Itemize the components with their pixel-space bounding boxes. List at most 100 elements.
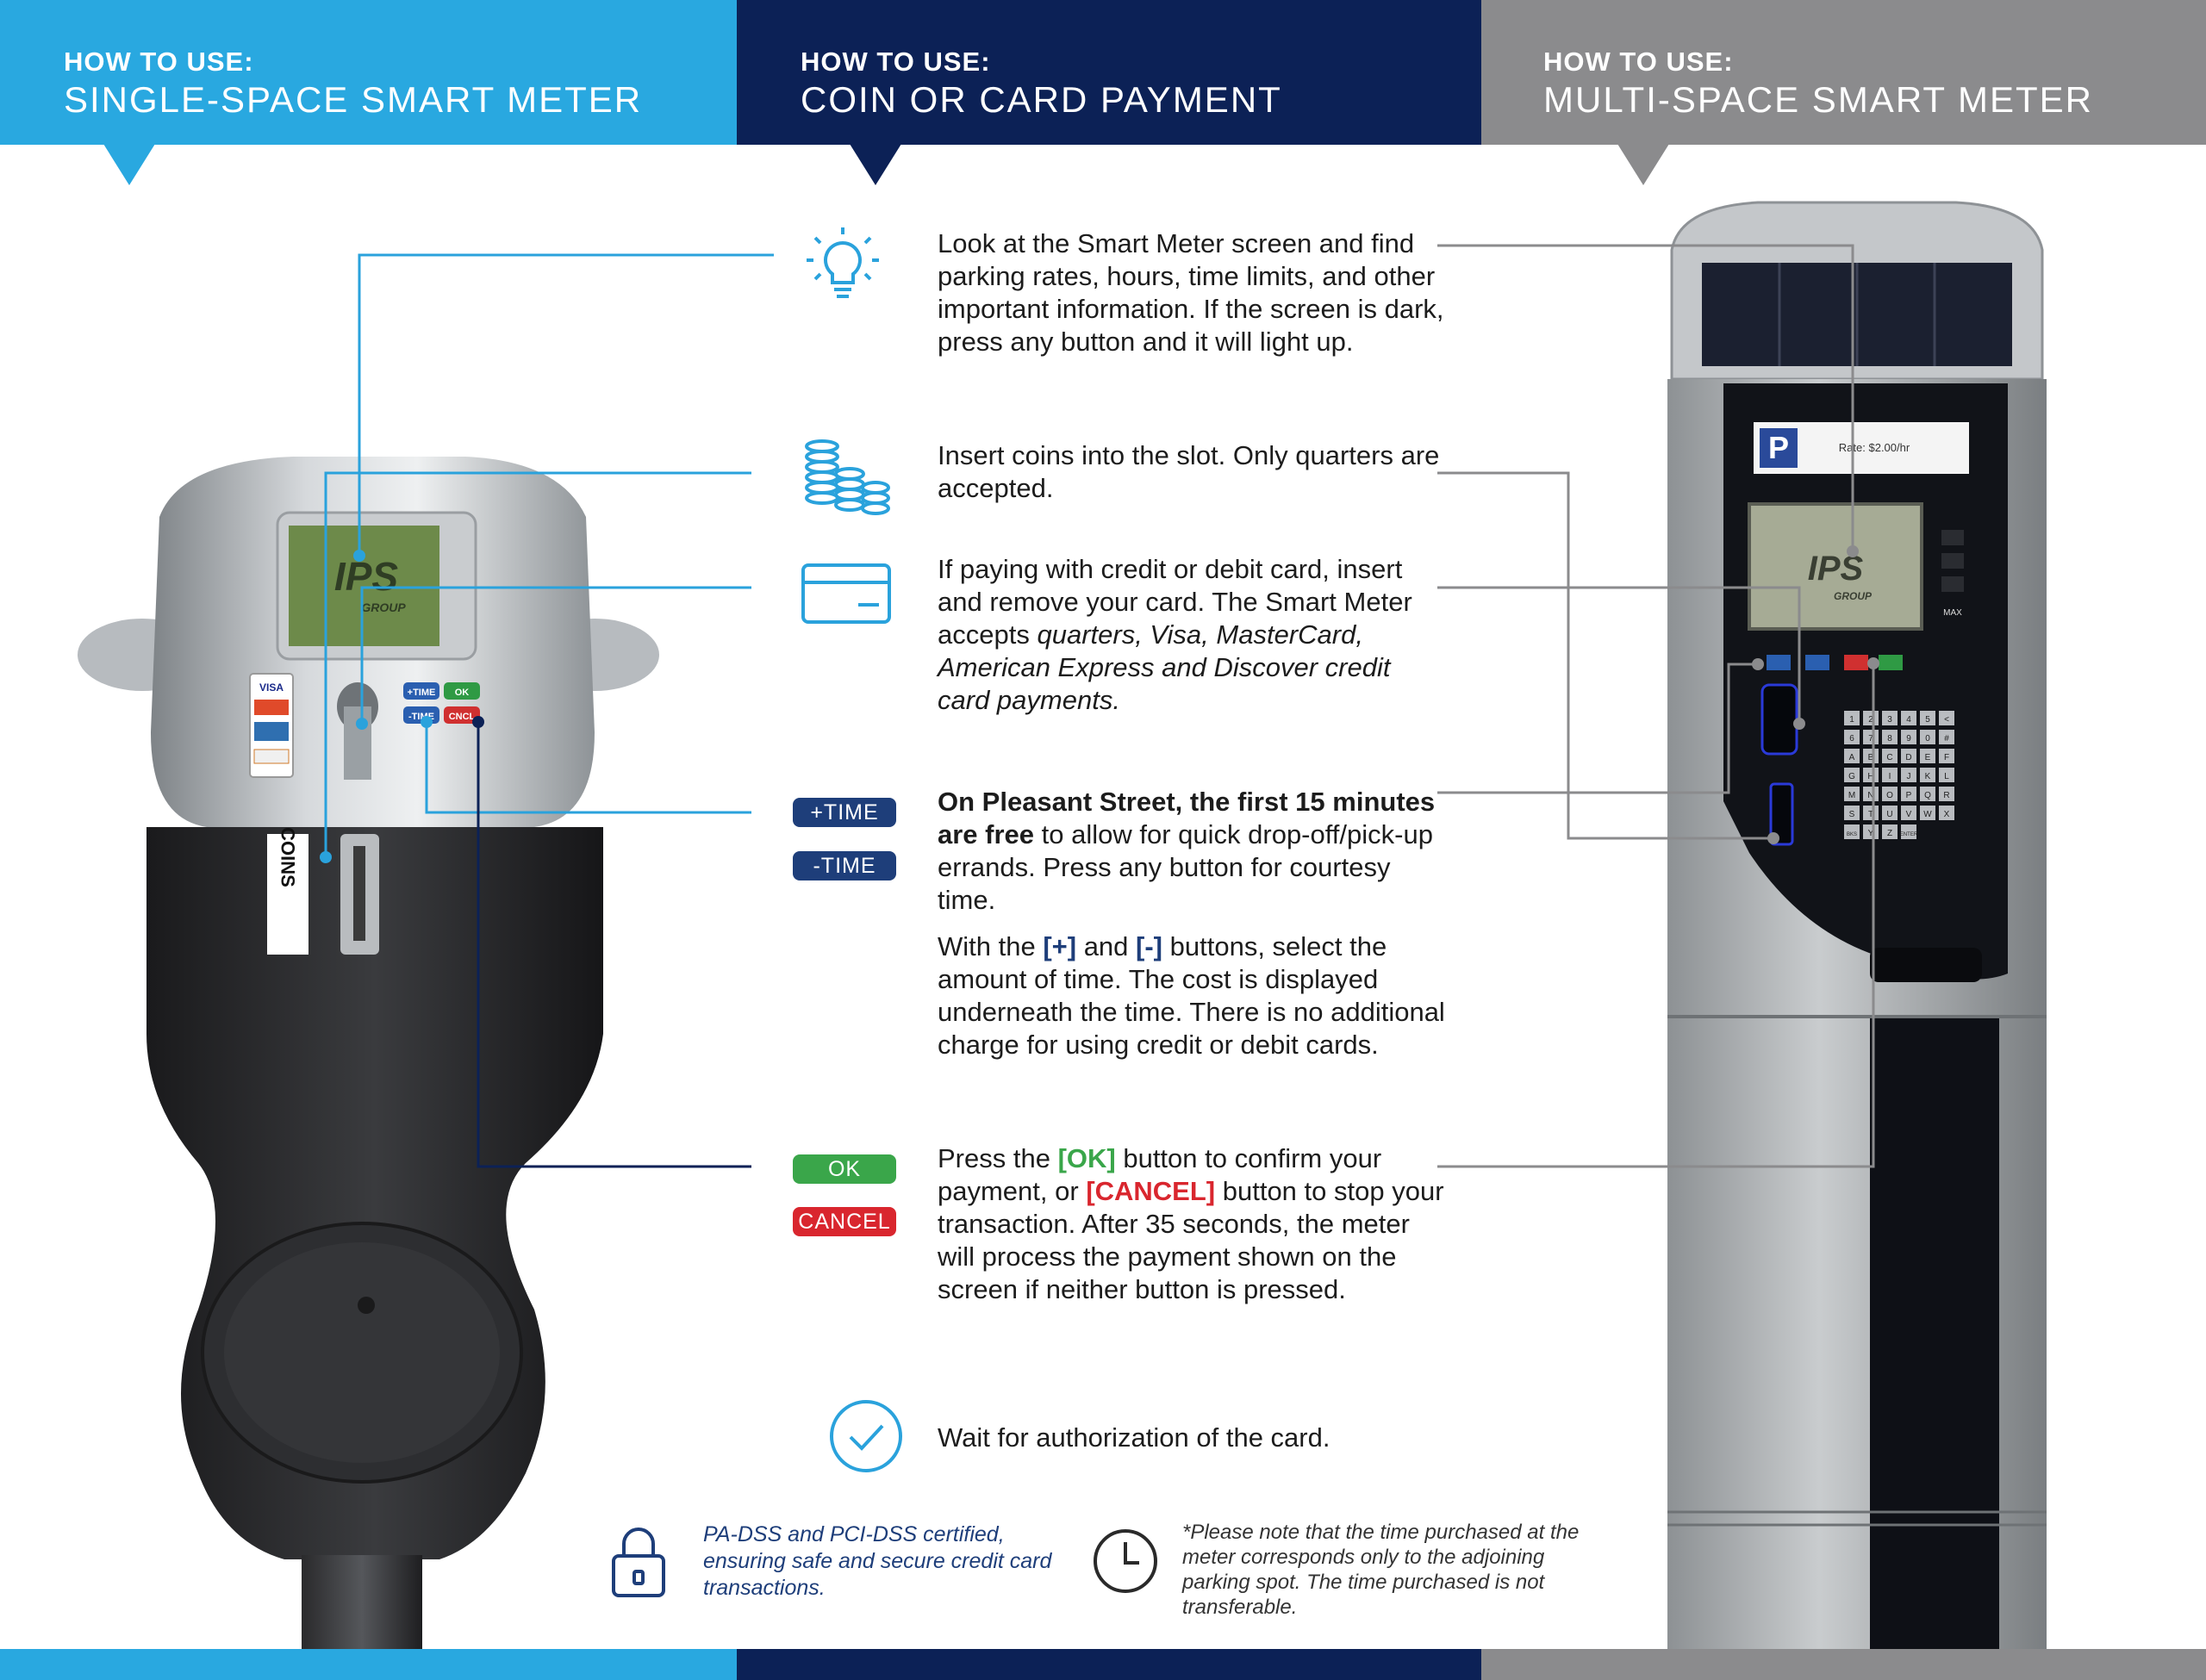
keypad-key-label: Y [1868, 829, 1874, 838]
step-select-time-text: With the [+] and [-] buttons, select the… [938, 931, 1445, 1060]
footer-bar-navy [737, 1649, 1481, 1680]
step-coins-text: Insert coins into the slot. Only quarter… [938, 440, 1440, 503]
keypad-key [1901, 749, 1916, 763]
keypad-key [1844, 824, 1860, 839]
step-card-text: If paying with credit or debit card, ins… [938, 554, 1412, 715]
keypad-key [1939, 768, 1954, 782]
ok-button-graphic: OK [793, 1154, 896, 1184]
keypad-key-label: ENTER [1900, 832, 1918, 837]
header-title: MULTI-SPACE SMART METER [1543, 79, 2093, 120]
keypad-key [1901, 768, 1916, 782]
keypad-key [1882, 711, 1898, 725]
credit-card-icon [800, 560, 894, 629]
plus-bracket: [+] [1043, 931, 1077, 961]
coins-icon [800, 438, 894, 515]
svg-text:P: P [1768, 430, 1789, 465]
header-small-label: HOW TO USE: [1543, 47, 1734, 77]
padlock-icon [608, 1523, 669, 1601]
keypad-key-label: V [1906, 810, 1912, 819]
header-pointer [103, 144, 155, 185]
header-title: SINGLE-SPACE SMART METER [64, 79, 643, 120]
keypad-key-label: I [1889, 772, 1891, 781]
keypad-key-label: A [1849, 753, 1855, 762]
keypad-key-label: H [1867, 772, 1873, 781]
accepted-payments-text: quarters, Visa, MasterCard, American Exp… [938, 619, 1391, 715]
keypad-key-label: G [1848, 772, 1855, 781]
cancel-bracket: [CANCEL] [1086, 1176, 1216, 1206]
keypad-key-label: F [1944, 753, 1949, 762]
keypad-key [1882, 787, 1898, 801]
plus-time-button-graphic: +TIME [793, 798, 896, 827]
keypad-key-label: 1 [1849, 715, 1854, 725]
header-small-label: HOW TO USE: [801, 47, 991, 77]
svg-text:GROUP: GROUP [1834, 590, 1873, 602]
keypad-key [1901, 711, 1916, 725]
step-free-time-text: On Pleasant Street, the first 15 minutes… [938, 787, 1436, 915]
ok-bracket: [OK] [1057, 1143, 1116, 1173]
keypad-key-label: 5 [1925, 715, 1930, 725]
keypad-key [1920, 787, 1935, 801]
keypad-key [1920, 806, 1935, 820]
cancel-button-graphic: CANCEL [793, 1207, 896, 1236]
keypad-key-label: # [1944, 734, 1949, 744]
svg-text:GROUP: GROUP [361, 600, 406, 614]
keypad-key-label: P [1906, 791, 1912, 800]
svg-text:+TIME: +TIME [408, 688, 436, 698]
minus-time-button-graphic: -TIME [793, 851, 896, 880]
keypad-key-label: U [1886, 810, 1892, 819]
keypad-key-label: X [1944, 810, 1950, 819]
svg-text:VISA: VISA [259, 681, 284, 694]
keypad-key [1939, 711, 1954, 725]
keypad-key [1844, 711, 1860, 725]
keypad-key [1882, 749, 1898, 763]
keypad-key-label: C [1886, 753, 1892, 762]
step-confirm-text: Press the [OK] button to confirm your pa… [938, 1143, 1444, 1304]
coins-label: COINS [277, 827, 299, 887]
keypad-key-label: K [1925, 772, 1931, 781]
keypad-key [1844, 768, 1860, 782]
keypad-key-label: 4 [1906, 715, 1911, 725]
keypad-key [1920, 730, 1935, 744]
keypad-key-label: 6 [1849, 734, 1854, 744]
keypad-key-label: 0 [1925, 734, 1930, 744]
keypad-key-label: E [1925, 753, 1931, 762]
svg-text:OK: OK [455, 688, 470, 698]
step-screen-text: Look at the Smart Meter screen and find … [938, 228, 1444, 357]
keypad-key-label: 8 [1887, 734, 1892, 744]
keypad-key-label: J [1907, 772, 1911, 781]
keypad-key [1882, 806, 1898, 820]
keypad-key [1882, 730, 1898, 744]
security-note: PA-DSS and PCI-DSS certified, ensuring s… [703, 1522, 1052, 1600]
keypad-key [1920, 711, 1935, 725]
minus-bracket: [-] [1136, 931, 1163, 961]
lightbulb-icon [800, 226, 886, 303]
header-coin-card: HOW TO USE: COIN OR CARD PAYMENT [737, 0, 1481, 185]
keypad-key-label: S [1849, 810, 1855, 819]
keypad-key-label: W [1923, 810, 1932, 819]
keypad-key [1939, 730, 1954, 744]
header-pointer [1617, 144, 1669, 185]
keypad-key-label: BKS [1847, 832, 1857, 837]
keypad-key-label: 9 [1906, 734, 1911, 744]
keypad-key [1920, 749, 1935, 763]
rate-sticker-text: Rate: $2.00/hr [1839, 441, 1910, 454]
keypad-key-label: 7 [1868, 734, 1873, 744]
keypad-key [1901, 787, 1916, 801]
step-wait-text: Wait for authorization of the card. [938, 1422, 1330, 1453]
keypad-key-label: Z [1887, 829, 1892, 838]
keypad-key-label: N [1867, 791, 1873, 800]
svg-text:CNCL: CNCL [449, 712, 476, 722]
footer-bar-sky [0, 1649, 737, 1680]
keypad-key-label: D [1905, 753, 1911, 762]
header-title: COIN OR CARD PAYMENT [801, 79, 1282, 120]
keypad-key-label: T [1868, 810, 1873, 819]
disclaimer-note: *Please note that the time purchased at … [1182, 1521, 1580, 1619]
keypad-key [1939, 749, 1954, 763]
checkmark-circle-icon [827, 1397, 905, 1475]
meter-brand-logo: IPS [334, 554, 398, 599]
keypad-key [1901, 824, 1916, 839]
keypad-key-label: M [1848, 791, 1855, 800]
keypad-key [1920, 768, 1935, 782]
